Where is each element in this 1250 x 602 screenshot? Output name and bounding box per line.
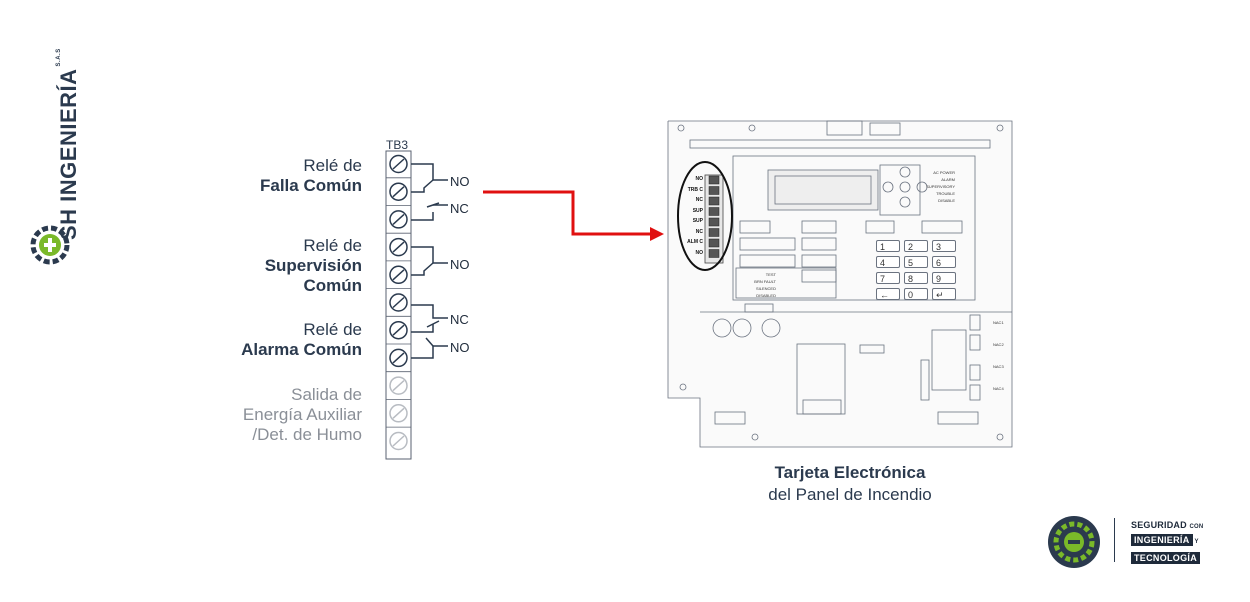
- tagline-con: CON: [1189, 524, 1204, 530]
- aux-line1: Salida de: [291, 385, 362, 404]
- terminal-screw-slot: [392, 296, 405, 309]
- terminal-screw-slot: [392, 186, 405, 198]
- keypad-key: 2: [904, 240, 928, 252]
- terminal-screw-slot: [392, 352, 405, 364]
- panel-nac-label: NAC4: [993, 386, 1004, 391]
- keypad-key: ←: [876, 288, 900, 300]
- terminal-screw-slot: [392, 269, 405, 281]
- panel-terminal-screw: [708, 175, 720, 185]
- panel-terminal-label: NO: [695, 249, 704, 256]
- relay-contacts: [411, 163, 448, 359]
- brand-circle-logo-icon: [1048, 516, 1100, 568]
- keypad-key: 3: [932, 240, 956, 252]
- panel-indicator-label: TROUBLE: [936, 191, 955, 196]
- relay-supervision-line1: Relé de: [303, 236, 362, 255]
- relay-alarm-line2: Alarma Común: [241, 340, 362, 359]
- relay-fault-line1: Relé de: [303, 156, 362, 175]
- contact-label-nc: NC: [450, 201, 469, 216]
- terminal-screw-slot: [392, 407, 405, 419]
- panel-caption-title: Tarjeta Electrónica: [774, 463, 926, 482]
- panel-terminal-screw: [708, 207, 720, 216]
- panel-terminal-screw: [708, 186, 720, 195]
- panel-nac-label: NAC1: [993, 320, 1004, 325]
- contact-label-no: NO: [450, 174, 470, 189]
- tagline-seguridad: SEGURIDAD: [1131, 520, 1187, 530]
- panel-indicator-label: DISABLE: [938, 198, 955, 203]
- panel-terminal-label: SUP: [692, 218, 703, 224]
- tagline-ingenieria: INGENIERÍA: [1131, 534, 1193, 546]
- relay-fault-label: Relé de Falla Común: [260, 156, 362, 196]
- terminal-screw-slot: [392, 324, 405, 336]
- panel-terminal-label: NO: [695, 176, 704, 182]
- terminal-block-tb3: [385, 150, 412, 460]
- relay-supervision-label: Relé de Supervisión Común: [265, 236, 362, 296]
- panel-terminal-screw: [708, 217, 720, 227]
- terminal-screw-slot: [392, 213, 405, 225]
- aux-line3: /Det. de Humo: [252, 425, 362, 444]
- relay-supervision-line3: Común: [303, 276, 362, 295]
- panel-caption-subtitle: del Panel de Incendio: [768, 485, 932, 504]
- panel-terminal-label: TRB C: [687, 186, 703, 193]
- panel-status-label: BRN FAULT: [754, 279, 776, 284]
- keypad-key: ↵: [932, 288, 956, 300]
- panel-terminal-highlight: [677, 161, 733, 271]
- terminal-screw-slot: [392, 435, 405, 447]
- panel-indicator-label: ALARM: [941, 177, 955, 182]
- terminal-block-label: TB3: [386, 138, 409, 152]
- panel-terminal-label: SUP: [692, 207, 703, 214]
- terminal-screw-slot: [392, 380, 405, 392]
- panel-terminal-label: NC: [695, 228, 703, 235]
- tagline-y: Y: [1194, 539, 1199, 545]
- relay-fault-line2: Falla Común: [259, 176, 362, 195]
- panel-terminal-screw: [708, 249, 720, 258]
- relay-alarm-label: Relé de Alarma Común: [241, 320, 362, 360]
- aux-output-label: Salida de Energía Auxiliar /Det. de Humo: [243, 385, 362, 445]
- panel-terminal-screw: [708, 196, 720, 206]
- panel-nac-label: NAC2: [993, 342, 1004, 347]
- gear-logo-icon: [30, 225, 70, 265]
- keypad-key: 0: [904, 288, 928, 300]
- contact-label-nc: NC: [450, 312, 469, 327]
- keypad-key: 7: [876, 272, 900, 284]
- fire-panel-board: [667, 120, 1013, 448]
- terminal-screw-slot: [392, 241, 405, 253]
- panel-caption: Tarjeta Electrónica del Panel de Incendi…: [700, 462, 1000, 506]
- keypad-key: 1: [876, 240, 900, 252]
- contact-label-no: NO: [450, 257, 470, 272]
- panel-nac-label: NAC3: [993, 364, 1004, 369]
- keypad-key: 4: [876, 256, 900, 268]
- contact-label-no: NO: [450, 340, 470, 355]
- aux-line2: Energía Auxiliar: [242, 405, 362, 424]
- tagline-tecnologia: TECNOLOGÍA: [1131, 552, 1200, 564]
- panel-terminal-screw: [708, 238, 720, 248]
- keypad-key: 8: [904, 272, 928, 284]
- panel-indicator-label: SUPERVISORY: [926, 184, 955, 189]
- keypad-key: 6: [932, 256, 956, 268]
- panel-terminal-label: NC: [695, 197, 703, 203]
- terminal-screw-slot: [392, 158, 405, 170]
- panel-terminal-label: ALM C: [687, 239, 703, 245]
- keypad-key: 9: [932, 272, 956, 284]
- connection-arrow: [483, 190, 664, 241]
- relay-alarm-line1: Relé de: [303, 320, 362, 339]
- panel-status-label: SILENCED: [755, 286, 776, 291]
- brand-divider: [1114, 518, 1115, 562]
- panel-indicator-label: AC POWER: [933, 170, 955, 175]
- panel-terminal-screw: [708, 228, 720, 237]
- panel-status-label: DISABLED: [756, 293, 776, 298]
- keypad-key: 5: [904, 256, 928, 268]
- panel-status-label: TEST: [765, 272, 776, 277]
- relay-supervision-line2: Supervisión: [264, 256, 362, 275]
